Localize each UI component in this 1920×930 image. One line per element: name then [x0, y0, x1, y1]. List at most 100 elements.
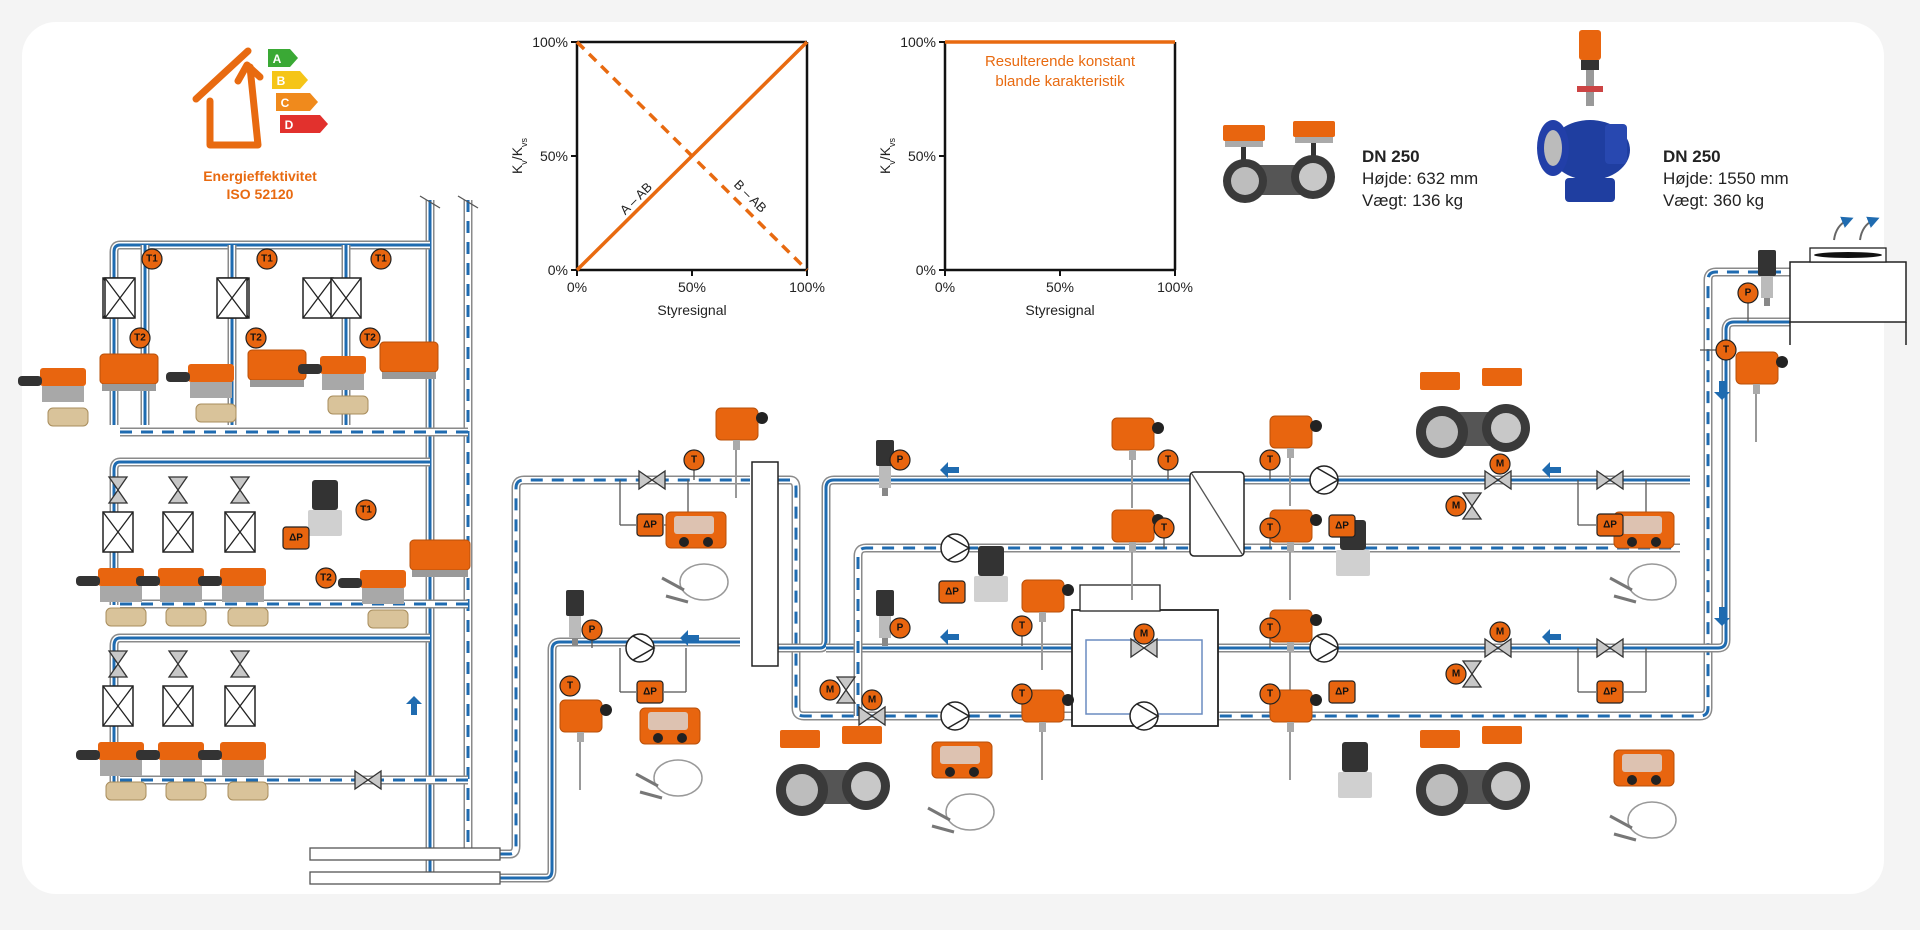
differential-pressure-sensor-device [1609, 511, 1677, 604]
sensor-tag-m: M [819, 679, 841, 701]
sensor-tag-label: ΔP [289, 533, 303, 544]
logo-title: Energieffektivitet [203, 168, 317, 184]
shutoff-valve-icon [354, 769, 382, 791]
sensor-tag-t: T [559, 675, 581, 697]
control-valve-device [198, 742, 269, 801]
sensor-tag-t1: T1 [370, 248, 392, 270]
differential-pressure-tag: ΔP [1328, 680, 1356, 704]
balancing-valve-icon [229, 650, 251, 678]
x-tick-label: 50% [1046, 279, 1074, 295]
mixing-valve-icon [1484, 469, 1512, 491]
energy-valve-device [166, 364, 237, 423]
pressure-switch-device [308, 480, 342, 536]
devices [18, 250, 1788, 842]
x-tick-label: 100% [789, 279, 825, 295]
product-weight: Vægt: 136 kg [1362, 191, 1464, 210]
sensor-tag-label: M [1496, 459, 1504, 470]
flow-arrow-up-icon [406, 696, 422, 715]
sensor-tag-t1: T1 [355, 499, 377, 521]
sensor-tag-label: T2 [134, 333, 146, 344]
sensor-tag-t: T [1259, 683, 1281, 705]
sensor-tag-label: ΔP [643, 520, 657, 531]
sensor-tag-m: M [1489, 621, 1511, 643]
differential-pressure-sensor-device [927, 741, 995, 834]
product-spec-butterfly: DN 250 Højde: 632 mm Vægt: 136 kg [1362, 146, 1478, 212]
energy-valve-device [338, 570, 409, 629]
sensor-tag-label: P [589, 625, 596, 636]
sensor-tag-label: T [1267, 623, 1273, 634]
butterfly-valve-device [776, 726, 890, 816]
y-axis-label: Kv/Kvs [509, 137, 529, 174]
terminal-unit-icon [102, 685, 134, 727]
control-valve-device [198, 568, 269, 627]
pressure-switch-device [1338, 742, 1372, 798]
differential-pressure-tag: ΔP [938, 580, 966, 604]
product-weight: Vægt: 360 kg [1663, 191, 1765, 210]
sensor-tag-t: T [1259, 449, 1281, 471]
energy-valve-actuator [247, 349, 307, 387]
energy-class-b-bar [272, 71, 308, 89]
energy-valve-actuator [409, 539, 471, 577]
y-tick-label: 100% [532, 34, 568, 50]
sensor-tag-label: T [1019, 621, 1025, 632]
sensor-tag-m: M [1489, 453, 1511, 475]
flow-arrow-left-icon [680, 630, 699, 646]
sensor-tag-label: T [567, 681, 573, 692]
flow-arrow-left-icon [940, 629, 959, 645]
product-spec-globe: DN 250 Højde: 1550 mm Vægt: 360 kg [1663, 146, 1789, 212]
x-tick-label: 100% [1157, 279, 1193, 295]
sensor-tag-label: P [1745, 288, 1752, 299]
shutoff-valve-icon [1596, 469, 1624, 491]
shutoff-valve-icon [638, 469, 666, 491]
x-tick-label: 50% [678, 279, 706, 295]
compressor-housing [1079, 584, 1161, 612]
energy-class-label: B [277, 74, 286, 88]
pressure-sensor-device [876, 440, 894, 496]
sensor-tag-m: M [1133, 623, 1155, 645]
energy-valve-actuator [379, 341, 439, 379]
sensor-tag-label: M [1452, 501, 1460, 512]
energy-valve-device [18, 368, 89, 427]
control-valve-device [76, 742, 147, 801]
sensor-tag-p: P [889, 449, 911, 471]
differential-pressure-tag: ΔP [636, 680, 664, 704]
sensor-tag-t: T [1011, 615, 1033, 637]
y-tick-label: 100% [900, 34, 936, 50]
sensor-tag-label: T2 [364, 333, 376, 344]
flow-arrow-down-icon [1714, 381, 1730, 400]
sensor-tag-t: T [1259, 517, 1281, 539]
chart-resulting-characteristic: 0%50%100%0%50%100%StyresignalKv/KvsResul… [877, 34, 1193, 318]
mixing-valve-icon [835, 676, 857, 704]
y-tick-label: 50% [908, 148, 936, 164]
sensor-tag-label: P [897, 455, 904, 466]
sensor-tag-t: T [1157, 449, 1179, 471]
differential-pressure-tag: ΔP [1596, 513, 1624, 537]
sensor-tag-label: ΔP [643, 687, 657, 698]
sensor-tag-t: T [1011, 683, 1033, 705]
sensor-tag-label: ΔP [945, 587, 959, 598]
globe-valve-image [1537, 30, 1630, 202]
balancing-valve-icon [167, 650, 189, 678]
sensor-tag-t: T [1715, 339, 1737, 361]
sensor-tag-p: P [1737, 282, 1759, 304]
temperature-sensor-device [1021, 689, 1074, 780]
product-height: Højde: 1550 mm [1663, 169, 1789, 188]
sensor-tag-label: T1 [146, 254, 158, 265]
energy-valve-actuator [99, 353, 159, 391]
airflow-arrow-icon [1859, 216, 1880, 241]
product-title: DN 250 [1663, 147, 1721, 166]
sensor-tag-label: T1 [261, 254, 273, 265]
pressure-switch-device [974, 546, 1008, 602]
temperature-sensor-device [715, 407, 768, 498]
house-icon [192, 47, 264, 149]
sensor-tag-t2: T2 [129, 327, 151, 349]
terminal-unit-icon [224, 511, 256, 553]
energy-class-d-bar [280, 115, 328, 133]
balancing-valve-icon [229, 476, 251, 504]
balancing-valve-icon [107, 476, 129, 504]
temperature-sensor-device [1269, 415, 1322, 506]
control-valve-device [76, 568, 147, 627]
terminal-unit-icon [102, 511, 134, 553]
